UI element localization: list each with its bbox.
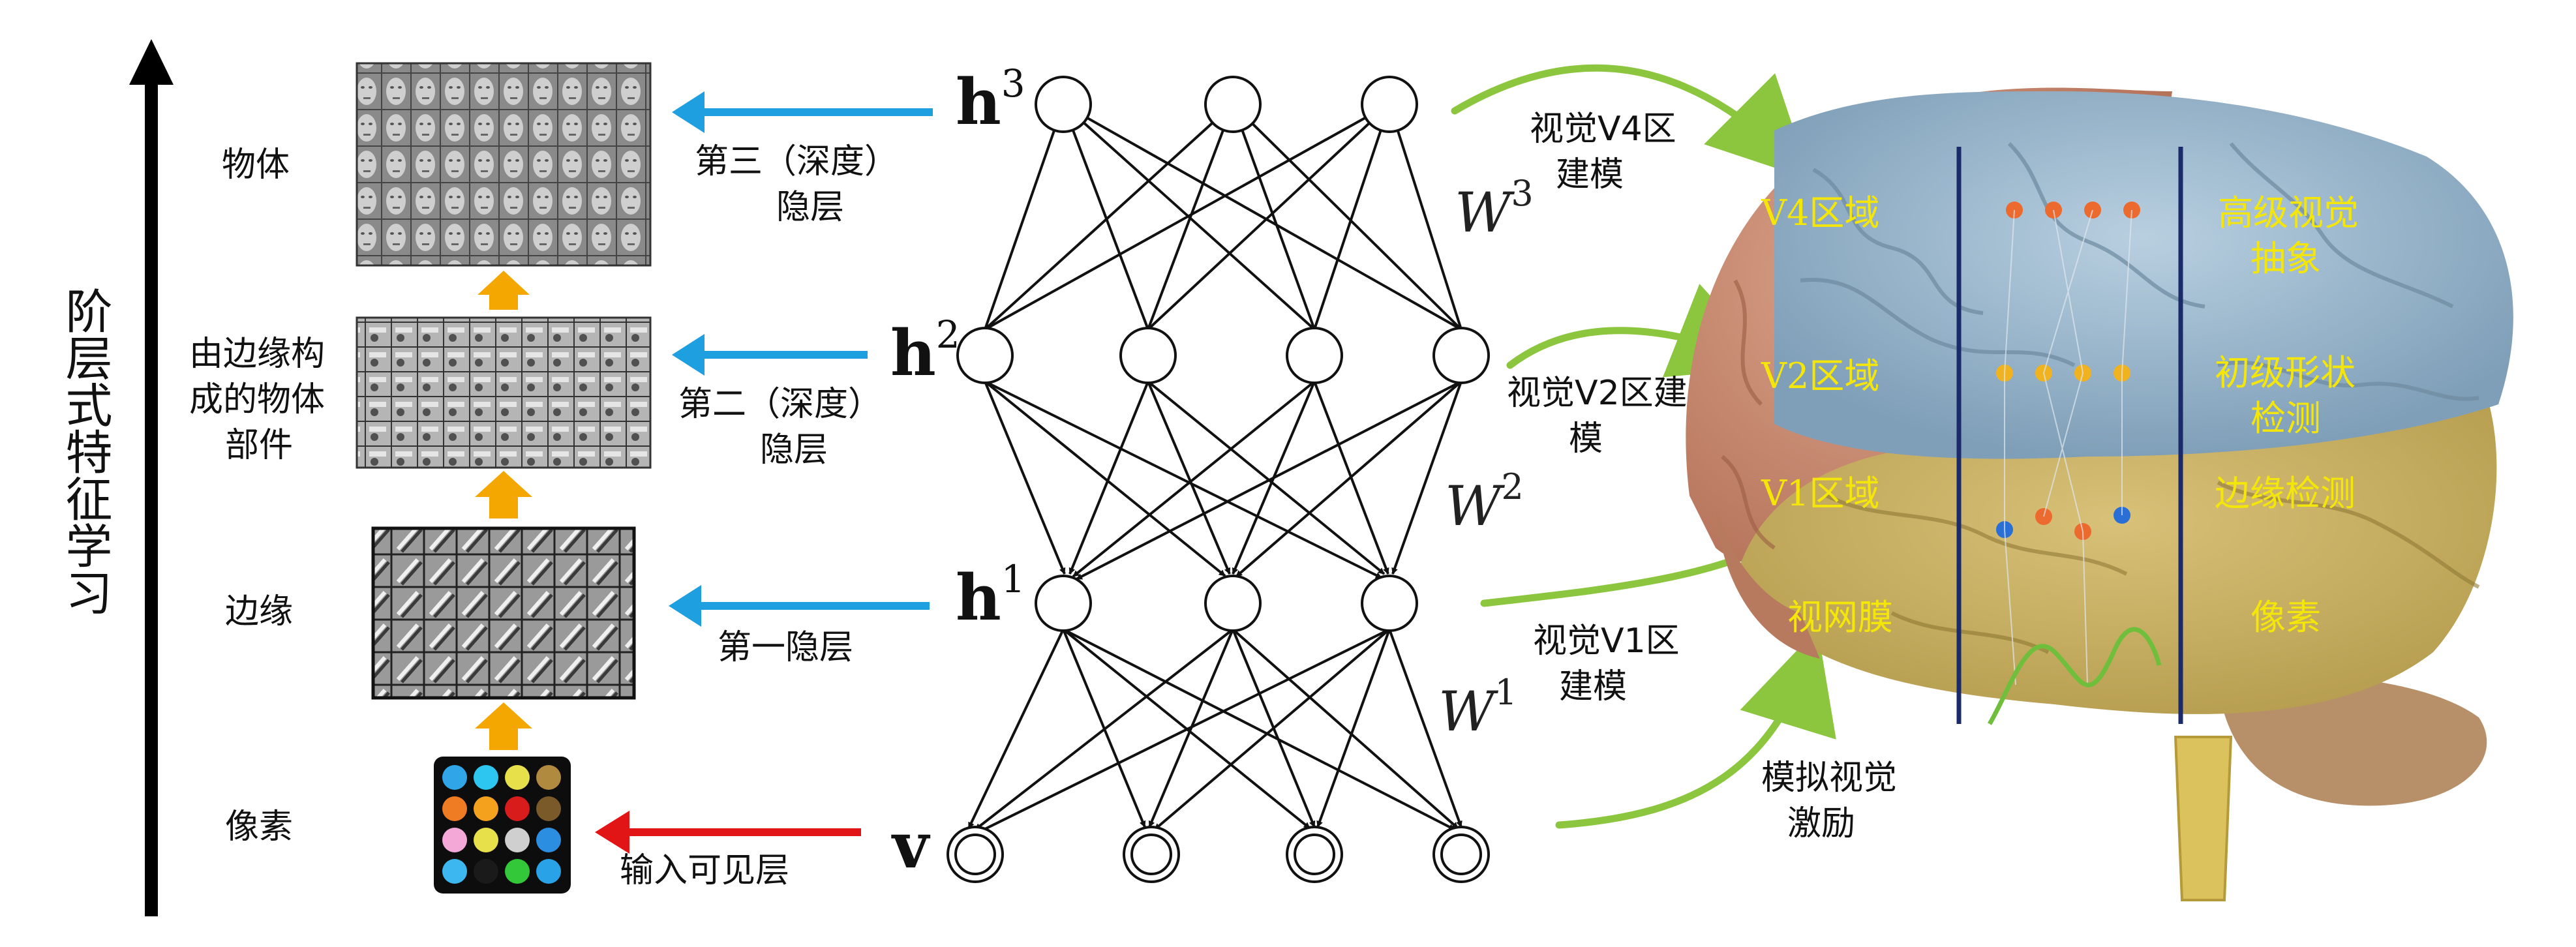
symbol-h3: h3 bbox=[956, 61, 1025, 139]
brain-function-retina: 像素 bbox=[2250, 597, 2321, 638]
network-connections bbox=[984, 103, 1462, 331]
h3-node bbox=[1361, 76, 1418, 133]
caption-input-visible: 输入可见层 bbox=[620, 851, 789, 890]
weight-w3: W3 bbox=[1455, 173, 1534, 245]
brain-function-v4: 高级视觉 抽象 bbox=[2218, 192, 2370, 279]
brain-function-v1: 边缘检测 bbox=[2215, 473, 2356, 514]
weight-w2: W2 bbox=[1445, 466, 1524, 538]
orange-up-arrows bbox=[475, 271, 532, 750]
hierarchy-axis-label: 阶层式特征学习 bbox=[57, 287, 112, 616]
brain-region-retina: 视网膜 bbox=[1787, 597, 1893, 638]
pixel-input-image bbox=[434, 757, 571, 894]
model-label-v4: 视觉V4区 建模 bbox=[1530, 110, 1687, 194]
h3-node bbox=[1204, 76, 1262, 133]
layer-h3-nodes bbox=[1035, 76, 1418, 133]
hierarchy-axis-arrow bbox=[129, 39, 174, 916]
h1-node bbox=[1204, 575, 1262, 632]
h1-node bbox=[1361, 575, 1418, 632]
layer-v-nodes bbox=[947, 826, 1490, 883]
caption-first-hidden: 第一隐层 bbox=[718, 628, 853, 667]
h2-node bbox=[956, 327, 1014, 384]
h2-node bbox=[1432, 327, 1490, 384]
blue-left-arrows bbox=[669, 91, 933, 627]
symbol-h1: h1 bbox=[956, 557, 1025, 635]
h3-node bbox=[1035, 76, 1092, 133]
label-edges: 边缘 bbox=[225, 592, 293, 631]
brain-illustration bbox=[1686, 87, 2513, 901]
model-label-v1: 视觉V1区 建模 bbox=[1533, 622, 1690, 706]
symbol-h2: h2 bbox=[890, 312, 960, 390]
model-label-v2: 视觉V2区建 模 bbox=[1507, 374, 1698, 458]
layer-h2-nodes bbox=[956, 327, 1490, 384]
face-features-image bbox=[356, 62, 652, 267]
model-label-stimulus: 模拟视觉 激励 bbox=[1761, 759, 1908, 843]
h1-node bbox=[1035, 575, 1092, 632]
label-objects: 物体 bbox=[222, 145, 290, 185]
red-input-arrow bbox=[595, 811, 861, 854]
h2-node bbox=[1286, 327, 1343, 384]
layer-h1-nodes bbox=[1035, 575, 1418, 632]
label-parts: 由边缘构 成的物体 部件 bbox=[189, 335, 336, 465]
brain-region-v1: V1区域 bbox=[1761, 473, 1879, 514]
edge-features-image bbox=[371, 526, 636, 700]
network-directed-connections bbox=[967, 380, 1462, 834]
caption-third-hidden: 第三（深度） 隐层 bbox=[695, 142, 909, 227]
object-parts-features-image bbox=[356, 316, 652, 469]
label-pixels: 像素 bbox=[225, 807, 293, 847]
weight-w1: W1 bbox=[1438, 672, 1517, 744]
brain-function-v2: 初级形状 检测 bbox=[2215, 352, 2367, 439]
symbol-v: v bbox=[891, 809, 931, 882]
brain-region-v4: V4区域 bbox=[1761, 192, 1879, 233]
brain-region-v2: V2区域 bbox=[1761, 355, 1879, 397]
h2-node bbox=[1119, 327, 1177, 384]
caption-second-hidden: 第二（深度） 隐层 bbox=[678, 385, 893, 470]
